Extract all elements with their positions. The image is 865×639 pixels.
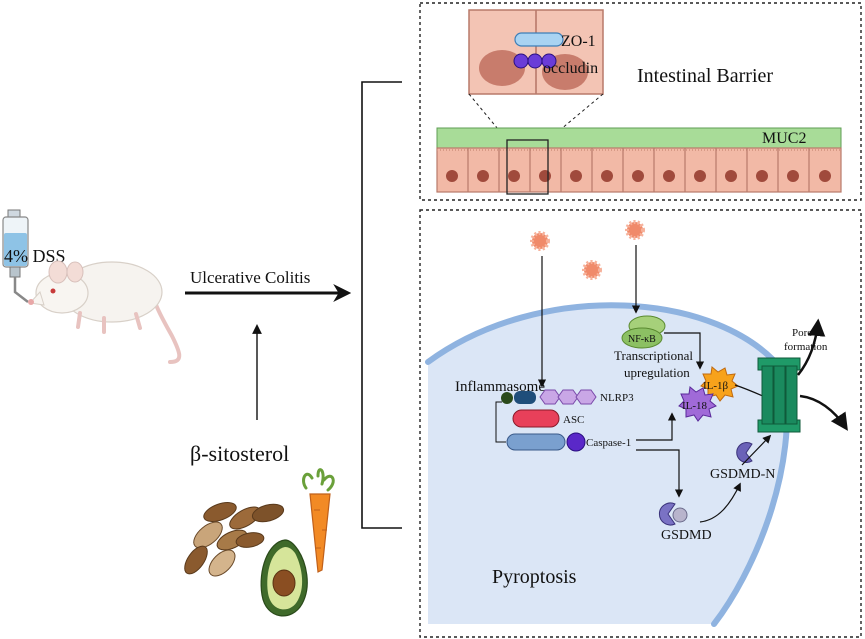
pyroptosis-panel — [419, 209, 862, 638]
beta-sitosterol-label: β-sitosterol — [190, 441, 289, 466]
caspase-to-gsdmd-arrow — [636, 449, 684, 498]
pore-label: Pore — [792, 327, 812, 339]
tight-junction-inset: ZO-1 occludin — [468, 9, 604, 95]
gsdmd-n-fragment — [736, 442, 753, 463]
caspase1-label: Caspase-1 — [586, 437, 631, 449]
il1b-label: IL-1β — [703, 380, 729, 392]
il18-burst — [678, 386, 717, 422]
asc-label: ASC — [563, 414, 584, 426]
il1b-burst — [700, 366, 739, 402]
occludin-label: occludin — [543, 60, 598, 77]
cell-cytoplasm — [428, 305, 788, 624]
formation-label: formation — [784, 341, 828, 353]
nfkb-complex — [621, 315, 666, 349]
gsdmd-cleavage-arrow — [699, 482, 741, 523]
upregulation-label: upregulation — [624, 365, 690, 380]
mouse-illustration — [28, 260, 182, 364]
epithelial-cell-row — [436, 147, 842, 193]
zo1-label: ZO-1 — [561, 33, 596, 50]
nfkb-upregulation-arrow — [664, 332, 705, 370]
occludin-bead — [527, 53, 543, 69]
caspase1-body — [506, 433, 566, 451]
ulcerative-colitis-label: Ulcerative Colitis — [190, 268, 310, 287]
intestinal-barrier-panel — [419, 2, 862, 201]
carrot-illustration — [302, 468, 335, 573]
dss-water-bottle — [2, 209, 29, 303]
gsdmd-n-label: GSDMD-N — [710, 467, 775, 482]
seeds-illustration — [184, 501, 285, 577]
inflammasome-bracket — [495, 401, 506, 443]
muc2-label: MUC2 — [762, 130, 806, 147]
gsdmd-n-to-pore-arrow — [741, 434, 772, 466]
gsdmd-protein — [658, 502, 688, 526]
inset-nucleus-left — [479, 50, 525, 86]
nlrp3-protein — [501, 389, 597, 405]
transcriptional-label: Transcriptional — [614, 348, 693, 363]
zoom-region-box — [506, 139, 549, 195]
pore-outflow-arrow-right — [799, 394, 848, 431]
pore-outflow-arrow-up — [797, 318, 826, 376]
caspase1-head — [566, 432, 586, 452]
dss-label: 4% DSS — [4, 246, 66, 266]
avocado-illustration — [260, 539, 308, 617]
occludin-bead — [541, 53, 557, 69]
pyroptosis-title: Pyroptosis — [492, 566, 577, 588]
il18-label: IL-18 — [682, 400, 708, 412]
nfkb-label: NF-κB — [628, 334, 656, 345]
asc-protein — [512, 409, 560, 428]
zo1-protein — [514, 32, 564, 47]
gasdermin-pore — [757, 357, 801, 433]
nlrp3-label: NLRP3 — [600, 392, 634, 404]
caspase-to-il-arrow — [636, 412, 677, 441]
stimulus-particles — [530, 220, 645, 280]
intestinal-barrier-title: Intestinal Barrier — [637, 65, 773, 87]
gsdmd-label: GSDMD — [661, 528, 712, 543]
panel-bracket — [361, 81, 402, 529]
occludin-bead — [513, 53, 529, 69]
